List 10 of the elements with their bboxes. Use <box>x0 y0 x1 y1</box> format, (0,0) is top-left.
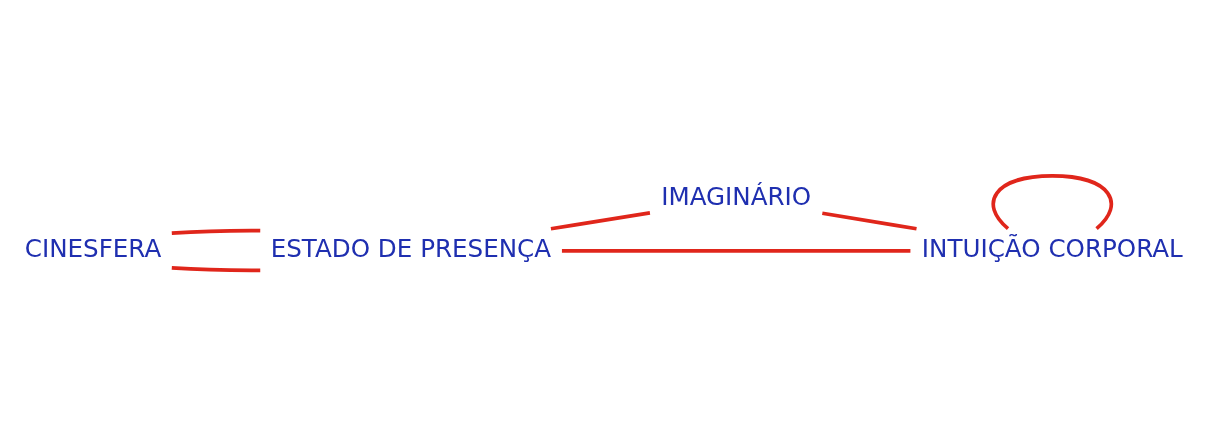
connector <box>171 228 261 235</box>
connector <box>550 210 651 231</box>
connector <box>822 210 917 231</box>
node-text: ESTADO DE PRESENÇA <box>270 233 552 263</box>
connector <box>561 248 911 253</box>
node-text: CINESFERA <box>24 233 162 263</box>
node-text: INTUIÇÃO CORPORAL <box>921 233 1183 263</box>
connector <box>171 265 261 272</box>
connector <box>991 173 1114 230</box>
node-text: IMAGINÁRIO <box>661 181 812 211</box>
